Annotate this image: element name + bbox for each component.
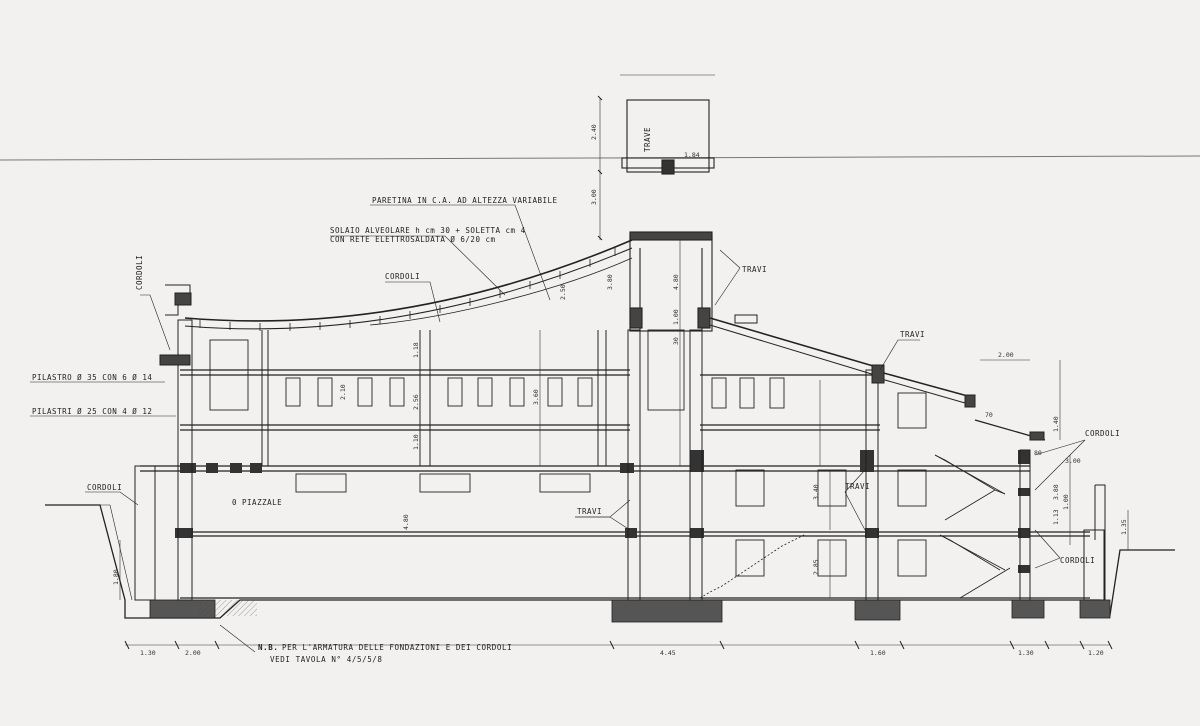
gravel-fill xyxy=(197,600,257,616)
dim-118: 1.18 xyxy=(412,342,420,358)
dim-tower-mid: 3.00 xyxy=(590,189,598,205)
label-travi-tower: TRAVI xyxy=(742,265,767,274)
window-openings xyxy=(209,329,927,577)
note-line2: VEDI TAVOLA N° 4/5/5/8 xyxy=(270,655,383,664)
note-nb: N.B. xyxy=(258,643,278,652)
dim-256: 2.56 xyxy=(412,394,420,410)
label-travi-mid: TRAVI xyxy=(845,482,870,491)
label-cordoli-ground: CORDOLI xyxy=(87,483,122,492)
dim-80: 80 xyxy=(1034,449,1042,457)
dim-180: 1.80 xyxy=(112,569,120,585)
dim-200-top: 2.00 xyxy=(998,351,1014,359)
dim-tower-w: 1.84 xyxy=(684,151,700,159)
dim-bottom-1: 1.30 xyxy=(140,649,156,657)
dim-360: 3.60 xyxy=(532,389,540,405)
dim-380: 3.80 xyxy=(606,274,614,290)
dim-100b: 1.00 xyxy=(1062,494,1070,510)
beams-row xyxy=(175,450,1030,573)
label-pilastri-25: PILASTRI Ø 25 CON 4 Ø 12 xyxy=(32,407,152,416)
dim-tower-top: 2.40 xyxy=(590,124,598,140)
roof-joists xyxy=(199,248,616,331)
dim-300: 3.00 xyxy=(1065,457,1081,465)
dim-70: 70 xyxy=(985,411,993,419)
right-retaining-wall xyxy=(1094,484,1106,600)
floor-slabs xyxy=(140,369,1090,599)
left-retaining-wall xyxy=(134,284,192,601)
label-travi-stair: TRAVI xyxy=(577,507,602,516)
dimension-ticks xyxy=(124,95,1113,650)
dim-250: 2.50 xyxy=(559,284,567,300)
dim-bottom-6: 1.20 xyxy=(1088,649,1104,657)
central-tower xyxy=(621,99,715,332)
label-solaio-line1: SOLAIO ALVEOLARE h cm 30 + SOLETTA cm 4 xyxy=(330,226,526,235)
dim-480: 4.80 xyxy=(672,274,680,290)
label-paretina: PARETINA IN C.A. AD ALTEZZA VARIABILE xyxy=(372,196,558,205)
dim-bottom-4: 1.60 xyxy=(870,649,886,657)
dim-bottom-5: 1.30 xyxy=(1018,649,1034,657)
dim-140: 1.40 xyxy=(1052,416,1060,432)
dim-110: 1.10 xyxy=(412,434,420,450)
label-cordoli-right-top: CORDOLI xyxy=(1085,429,1120,438)
right-sloped-roof xyxy=(709,314,1046,441)
label-travi-right: TRAVI xyxy=(900,330,925,339)
label-solaio-line2: CON RETE ELETTROSALDATA Ø 6/20 cm xyxy=(330,235,496,244)
dim-388: 3.88 xyxy=(1052,484,1060,500)
note-line1: PER L'ARMATURA DELLE FONDAZIONI E DEI CO… xyxy=(282,643,512,652)
dim-113: 1.13 xyxy=(1052,509,1060,525)
dim-210: 2.10 xyxy=(339,384,347,400)
dimension-lines xyxy=(119,74,1129,646)
label-pilastro-35: PILASTRO Ø 35 CON 6 Ø 14 xyxy=(32,373,152,382)
dim-bottom-2: 2.00 xyxy=(185,649,201,657)
dim-340: 3.40 xyxy=(812,484,820,500)
dim-480-low: 4.80 xyxy=(402,514,410,530)
dim-285: 2.85 xyxy=(812,559,820,575)
leader-lines xyxy=(30,204,1086,653)
label-trave-tower: TRAVE xyxy=(643,127,652,152)
label-piazzale: 0 PIAZZALE xyxy=(232,498,282,507)
dim-100: 1.00 xyxy=(672,309,680,325)
label-cordoli-roof: CORDOLI xyxy=(385,272,420,281)
foundations xyxy=(149,599,1111,623)
label-cordoli-left: CORDOLI xyxy=(135,255,144,290)
curved-roof xyxy=(184,239,633,330)
dim-30: 30 xyxy=(672,337,680,345)
dim-bottom-3: 4.45 xyxy=(660,649,676,657)
label-cordoli-right-bottom: CORDOLI xyxy=(1060,556,1095,565)
staircases xyxy=(699,454,1011,599)
columns xyxy=(177,319,1105,601)
dim-135: 1.35 xyxy=(1120,519,1128,535)
